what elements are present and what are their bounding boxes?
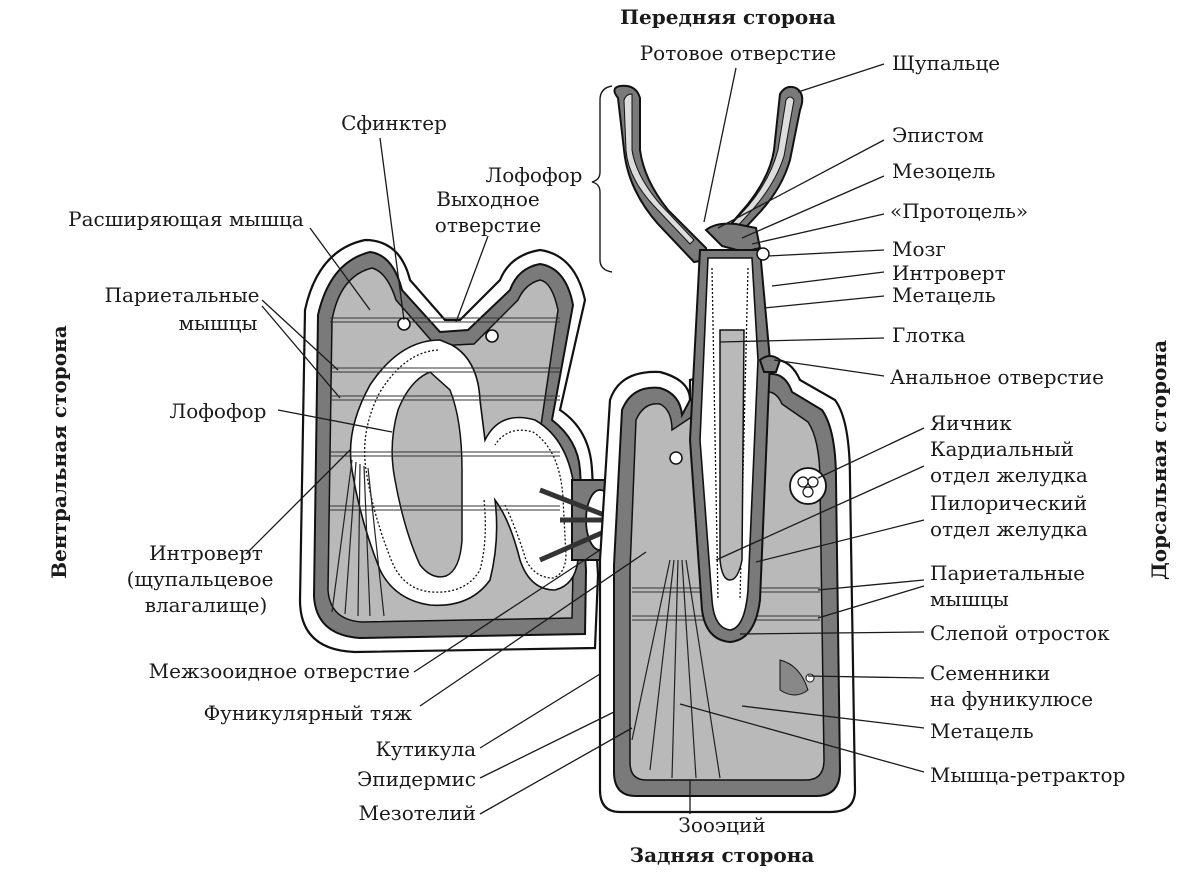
- label-ovary: Яичник: [930, 411, 1012, 435]
- label-lophophore-left: Лофофор: [170, 399, 267, 423]
- left-zooid: [298, 238, 600, 654]
- label-parietal-muscles-right-2: мышцы: [930, 587, 1009, 611]
- label-epidermis: Эпидермис: [357, 767, 476, 791]
- label-exit-opening-1: Выходное: [436, 187, 539, 211]
- label-zooecium: Зооэций: [678, 813, 765, 837]
- label-anus: Анальное отверстие: [890, 365, 1104, 389]
- label-interzooid-pore: Межзооидное отверстие: [149, 659, 410, 683]
- label-introvert-right: Интроверт: [892, 261, 1006, 285]
- label-protocoel: «Протоцель»: [890, 199, 1028, 223]
- orientation-left: Вентральная сторона: [47, 325, 71, 578]
- label-mouth: Ротовое отверстие: [640, 41, 837, 65]
- label-caecum: Слепой отросток: [930, 621, 1110, 645]
- label-parietal-muscles-left-1: Париетальные: [105, 283, 260, 307]
- label-pyloric-stomach-1: Пилорический: [930, 491, 1087, 515]
- lophophore-brace: [591, 85, 613, 273]
- label-lophophore-top: Лофофор: [486, 163, 583, 187]
- left-retractor-muscle: [331, 459, 385, 617]
- stomach-cavity: [719, 329, 745, 581]
- label-brain: Мозг: [892, 237, 946, 261]
- labels: Передняя сторона Задняя сторона Вентраль…: [47, 5, 1171, 867]
- left-parietal-muscles: [330, 317, 560, 511]
- label-testes-1: Семенники: [930, 661, 1050, 685]
- orientation-right: Дорсальная сторона: [1147, 340, 1171, 580]
- brain: [756, 247, 770, 261]
- label-metacoel-right-top: Метацель: [892, 283, 996, 307]
- tentacle-left: [613, 84, 707, 264]
- ovary: [789, 467, 827, 505]
- label-introvert-left-2: (щупальцевое: [127, 567, 274, 591]
- label-cardiac-stomach-1: Кардиальный: [930, 437, 1074, 461]
- right-retractor-muscle: [631, 559, 721, 779]
- label-introvert-left-3: влагалище): [145, 593, 268, 617]
- leader-lines: [245, 63, 925, 815]
- label-tentacle: Щупальце: [892, 51, 1000, 75]
- label-mesocoel: Мезоцель: [892, 159, 996, 183]
- label-introvert-left-1: Интроверт: [149, 541, 263, 565]
- label-funicular-cord: Фуникулярный тяж: [204, 701, 413, 725]
- label-sphincter: Сфинктер: [341, 111, 447, 135]
- label-mesothelium: Мезотелий: [358, 801, 476, 825]
- label-parietal-muscles-right-1: Париетальные: [930, 561, 1085, 585]
- label-pharynx: Глотка: [892, 323, 966, 347]
- label-dilator-muscle: Расширяющая мышца: [68, 207, 304, 231]
- label-pyloric-stomach-2: отдел желудка: [930, 517, 1088, 541]
- orientation-bottom: Задняя сторона: [630, 843, 815, 867]
- orientation-top: Передняя сторона: [620, 5, 836, 29]
- label-epistome: Эпистом: [892, 123, 984, 147]
- label-metacoel-right-bottom: Метацель: [930, 719, 1034, 743]
- epistome: [704, 222, 762, 254]
- label-cardiac-stomach-2: отдел желудка: [930, 463, 1088, 487]
- label-parietal-muscles-left-2: мышцы: [179, 311, 258, 335]
- label-retractor: Мышца-ретрактор: [930, 763, 1125, 787]
- label-exit-opening-2: отверстие: [435, 213, 541, 237]
- left-lophophore-inner: [391, 371, 463, 578]
- label-cuticle: Кутикула: [375, 737, 476, 761]
- label-testes-2: на фуникулюсе: [930, 687, 1093, 711]
